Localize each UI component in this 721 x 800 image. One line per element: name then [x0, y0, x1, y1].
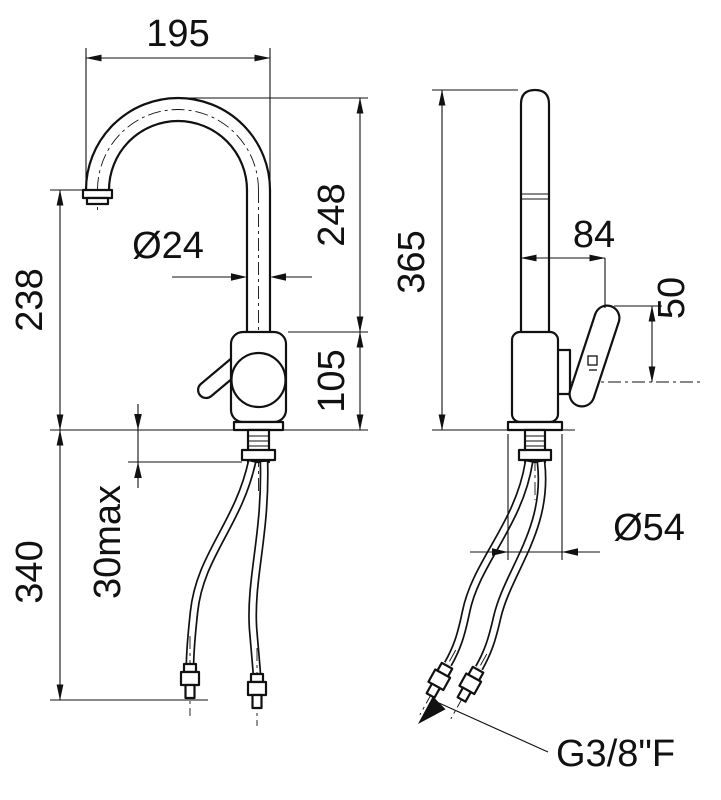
dim-label-238: 238 — [9, 268, 51, 331]
spout-centerline — [97, 109, 259, 191]
mounting-nut — [240, 448, 277, 462]
hose-left — [179, 461, 257, 716]
hose-collar — [249, 672, 265, 684]
arrowhead — [134, 462, 142, 478]
arrowhead — [134, 414, 142, 430]
hose-fill — [249, 461, 267, 677]
dim-total-height: 365 — [391, 89, 518, 431]
dim-label-340: 340 — [9, 540, 51, 603]
hose-left-side — [419, 461, 534, 715]
base-escutcheon — [232, 420, 285, 432]
spout-inner-arc — [107, 119, 249, 192]
right-view: 365 84 50 Ø54 G3/8"F — [391, 88, 702, 775]
hose-fill — [187, 461, 255, 667]
dim-handle-height: 50 — [614, 277, 693, 383]
handle-brand-mark — [587, 355, 598, 371]
riser-pipe — [519, 88, 551, 332]
arrowhead — [562, 548, 578, 556]
base-escutcheon-side — [506, 420, 564, 432]
faucet-body-side — [510, 330, 560, 424]
hose-hex-nut — [246, 680, 268, 697]
leader-arrowhead — [418, 696, 446, 724]
dim-label-d24: Ø24 — [132, 225, 204, 267]
label-g38f: G3/8"F — [556, 733, 675, 775]
dim-label-84: 84 — [573, 214, 615, 256]
hose-right — [246, 461, 269, 726]
dim-label-50: 50 — [651, 277, 693, 319]
left-view: 195 248 105 238 340 — [9, 13, 368, 726]
arrowhead — [270, 273, 286, 281]
mounting-nut — [517, 448, 553, 462]
spout-outer-arc — [84, 96, 272, 192]
hose-end-fitting — [419, 649, 457, 715]
aerator-tip — [85, 196, 110, 206]
dim-base-diameter: Ø54 — [470, 434, 685, 560]
dim-label-d54: Ø54 — [613, 507, 685, 549]
dim-height-body-to-top: 248 — [180, 97, 368, 333]
hose-right-side — [450, 461, 547, 719]
hose-end-fitting — [450, 653, 488, 719]
cartridge-sphere — [230, 351, 287, 409]
arrowhead — [492, 548, 508, 556]
hose-nipple — [425, 682, 441, 699]
dim-label-30max: 30max — [87, 485, 129, 599]
hose-nipple — [251, 693, 263, 710]
hose-hex-nut — [179, 670, 201, 687]
dim-body-height: 105 — [311, 331, 364, 431]
connection-thread-callout: G3/8"F — [418, 696, 675, 775]
hose-collar — [182, 662, 198, 674]
dim-deck-thickness: 30max — [87, 404, 142, 599]
dim-outlet-height: 238 — [9, 189, 82, 431]
hose-nipple — [456, 686, 472, 703]
hose-nipple — [184, 683, 196, 700]
dim-label-365: 365 — [391, 230, 433, 293]
dim-tube-diameter: Ø24 — [132, 225, 312, 281]
arrowhead — [231, 273, 247, 281]
dim-hose-length: 340 — [9, 429, 208, 701]
dim-spout-reach: 195 — [85, 13, 271, 184]
dim-label-248: 248 — [311, 183, 353, 246]
dim-label-105: 105 — [311, 349, 353, 412]
brand-mark-box — [587, 355, 598, 366]
dim-body-depth: 84 — [520, 214, 615, 308]
hose-fill — [476, 461, 545, 670]
dim-label-195: 195 — [146, 13, 209, 55]
leader-line — [438, 702, 549, 753]
hose-fill — [445, 461, 532, 666]
aerator-collar — [81, 188, 114, 200]
